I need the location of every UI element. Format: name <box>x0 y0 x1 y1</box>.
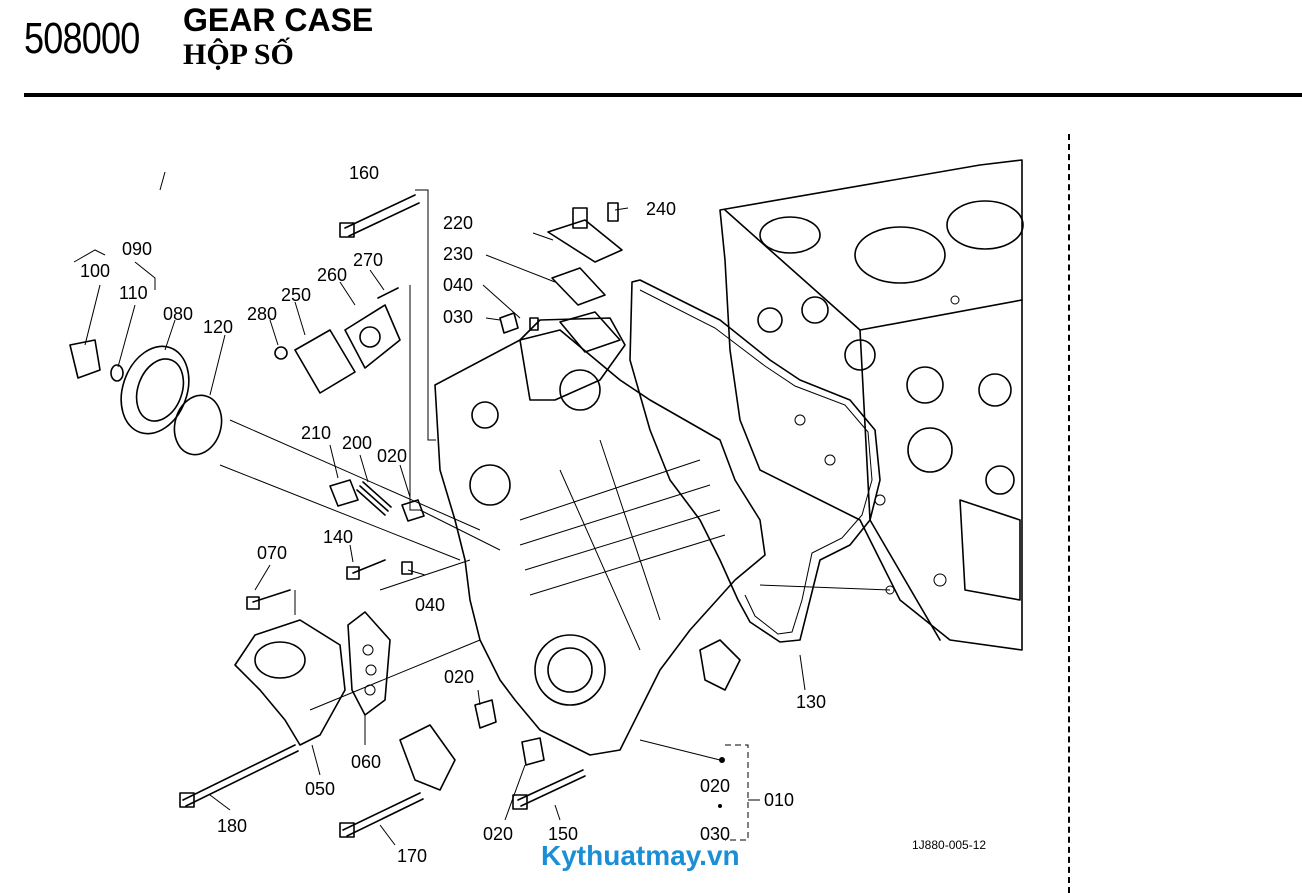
callout-label: 090 <box>122 239 152 259</box>
callout-label: 210 <box>301 423 331 443</box>
callout-label: 280 <box>247 304 277 324</box>
bolts-drawing <box>179 194 619 838</box>
gasket-outline <box>629 279 881 643</box>
callout-label: 060 <box>351 752 381 772</box>
drawing-reference-code: 1J880-005-12 <box>912 838 987 852</box>
callout-label: 240 <box>646 199 676 219</box>
callout-label: 140 <box>323 527 353 547</box>
callout-label: 050 <box>305 779 335 799</box>
callout-label: 150 <box>548 824 578 844</box>
callout-label: 070 <box>257 543 287 563</box>
cover-080-drawing <box>69 339 223 456</box>
spring-200-drawing <box>356 481 392 516</box>
page-header: 508000 GEAR CASE HỘP SỐ <box>0 0 1302 96</box>
part-group-code: 508000 <box>24 14 140 63</box>
callout-label: 040 <box>415 595 445 615</box>
callout-label: 120 <box>203 317 233 337</box>
pump-050-drawing <box>234 619 346 746</box>
plate-250-drawing <box>294 329 356 394</box>
callout-label: 030 <box>443 307 473 327</box>
callout-label: 100 <box>80 261 110 281</box>
housing-220-drawing <box>547 219 623 263</box>
title-english: GEAR CASE <box>183 2 374 38</box>
callout-label: 030 <box>700 824 730 844</box>
callout-label: 200 <box>342 433 372 453</box>
cap-020-drawing <box>401 499 425 522</box>
callout-label: 020 <box>700 776 730 796</box>
plug-210-drawing <box>329 479 359 507</box>
leader-lines <box>73 171 891 846</box>
gasket-230-drawing <box>551 267 606 306</box>
gasket-260-drawing <box>344 304 401 369</box>
gasket-060-drawing <box>347 611 391 716</box>
callout-label: 020 <box>444 667 474 687</box>
callout-label: 220 <box>443 213 473 233</box>
callout-label: 010 <box>764 790 794 810</box>
watermark: Kythuatmay.vn <box>541 840 740 871</box>
callout-label: 270 <box>353 250 383 270</box>
callout-label: 080 <box>163 304 193 324</box>
callout-label: 020 <box>377 446 407 466</box>
callout-label: 040 <box>443 275 473 295</box>
dashed-divider <box>1068 134 1070 893</box>
header-rule <box>24 93 1302 97</box>
engine-block-drawing <box>719 159 1024 651</box>
callout-label: 020 <box>483 824 513 844</box>
callout-label: 170 <box>397 846 427 866</box>
callout-label: 130 <box>796 692 826 712</box>
callout-label: 250 <box>281 285 311 305</box>
title-vietnamese: HỘP SỐ <box>183 38 294 71</box>
callout-label: 230 <box>443 244 473 264</box>
callout-label: 180 <box>217 816 247 836</box>
gear-case-drawing <box>434 317 766 756</box>
callout-label: 260 <box>317 265 347 285</box>
callout-label: 160 <box>349 163 379 183</box>
callout-labels: 160 220 240 230 040 030 090 100 110 080 … <box>80 163 826 866</box>
callout-label: 110 <box>119 283 148 303</box>
